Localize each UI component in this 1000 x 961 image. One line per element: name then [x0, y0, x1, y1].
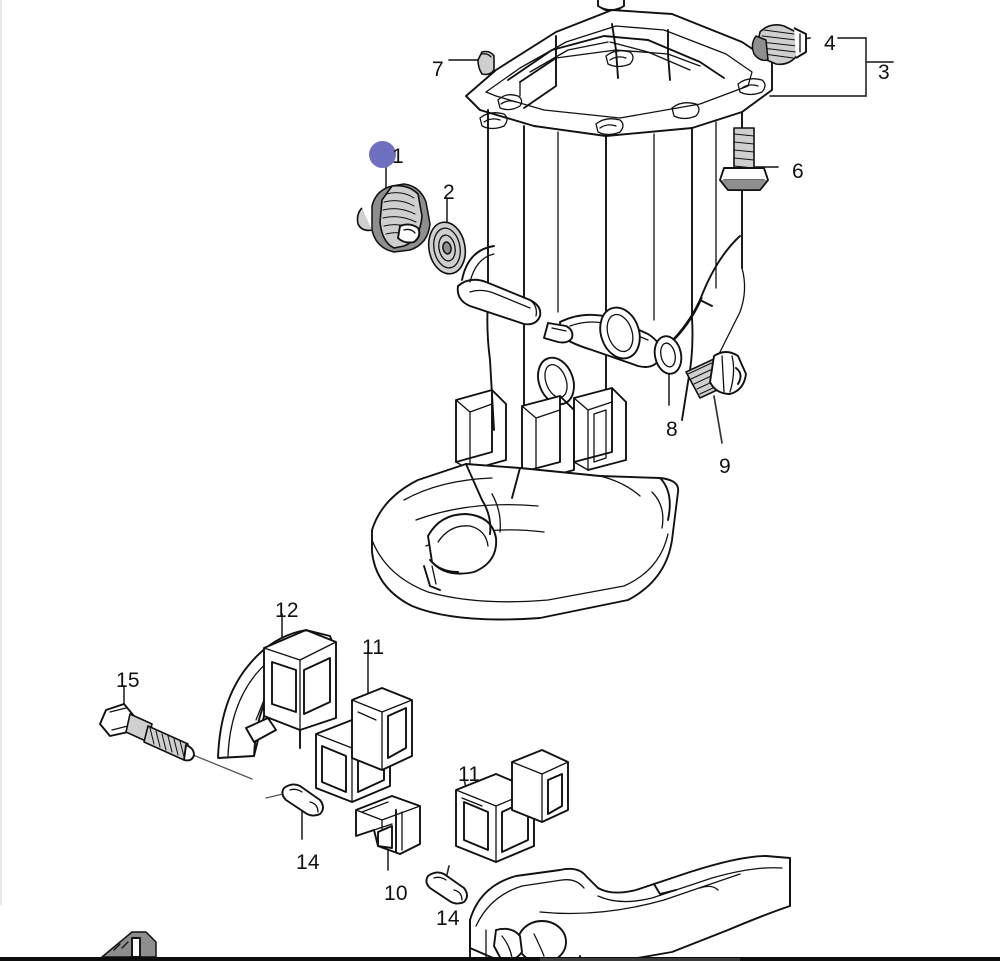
part-11-rubber-mount-upper: [315, 687, 413, 803]
page-left-edge-rule: [0, 0, 2, 905]
lower-housing-base: [371, 463, 680, 621]
part-4-fitting: [751, 24, 807, 66]
callout-label-4[interactable]: 4: [824, 32, 836, 55]
part-1-plug: [356, 183, 431, 253]
callout-label-6[interactable]: 6: [792, 160, 804, 183]
callout-label-1[interactable]: 1: [392, 145, 404, 168]
selected-part-marker[interactable]: [369, 141, 396, 168]
part-14-dowel-pin-upper: [281, 783, 324, 817]
callout-label-7[interactable]: 7: [432, 58, 444, 81]
part-10-rubber-wedge: [355, 795, 421, 855]
part-8-o-ring: [653, 335, 683, 375]
upper-housing: [465, 0, 773, 323]
part-2-gasket: [427, 221, 467, 275]
callout-label-8[interactable]: 8: [666, 418, 678, 441]
mid-housing-body: [455, 235, 746, 481]
callout-label-2[interactable]: 2: [443, 181, 455, 204]
part-9-shoulder-bolt: [685, 351, 747, 399]
callout-label-11-lower[interactable]: 11: [458, 763, 481, 786]
part-7-dowel-pin: [477, 50, 495, 76]
lower-clamp-arm: [469, 855, 791, 961]
page-bottom-edge-rule: [0, 957, 1000, 961]
callout-label-3[interactable]: 3: [878, 61, 890, 84]
part-6-flange-bolt: [719, 127, 769, 191]
part-12-mount-bracket: [217, 629, 337, 759]
callout-label-11-upper[interactable]: 11: [362, 636, 385, 659]
callout-label-9[interactable]: 9: [719, 455, 731, 478]
cropped-bottom-part: [101, 931, 157, 958]
part-11-rubber-mount-lower: [455, 749, 569, 863]
callout-label-10[interactable]: 10: [384, 882, 408, 905]
callout-label-15[interactable]: 15: [116, 669, 140, 692]
callout-label-14-lower[interactable]: 14: [436, 907, 460, 930]
part-14-dowel-pin-lower: [425, 871, 468, 905]
part-15-hex-bolt: [99, 703, 195, 762]
callout-label-12[interactable]: 12: [275, 599, 299, 622]
page-bottom-edge-rule-secondary: [540, 958, 740, 961]
callout-label-14-upper[interactable]: 14: [296, 851, 320, 874]
